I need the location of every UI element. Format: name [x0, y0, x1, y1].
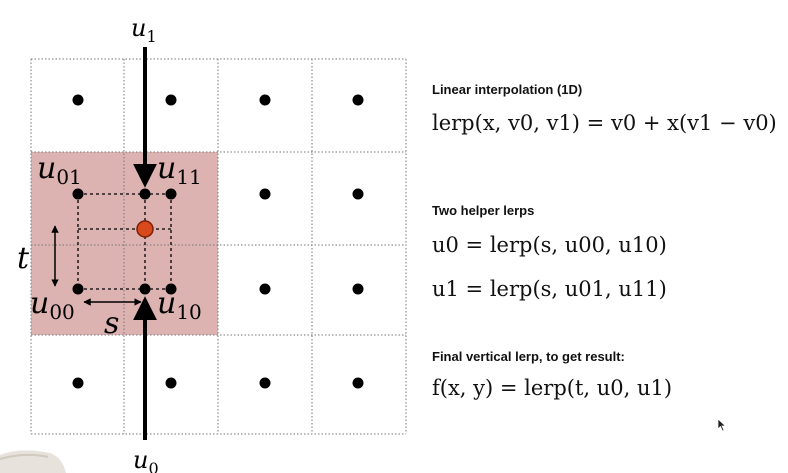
interpolation-guides: [77, 193, 172, 290]
label-s: s: [104, 306, 119, 341]
background-sofa-fragment: [0, 450, 66, 473]
texel-dot: [165, 94, 177, 106]
label-u0: u0: [133, 446, 159, 473]
texel-centers: [72, 94, 364, 389]
label-u1: u1: [131, 14, 157, 46]
label-u00: u00: [30, 286, 75, 324]
texel-dot: [352, 377, 364, 389]
texel-dot: [259, 377, 271, 389]
texel-grid: [30, 58, 407, 435]
u01-dot: [72, 188, 84, 200]
label-t: t: [17, 241, 30, 276]
sample-point: [136, 220, 154, 238]
texel-dot: [352, 94, 364, 106]
u0-dot: [139, 283, 151, 295]
neighbor-texels: [72, 188, 177, 295]
bilinear-interpolation-diagram: u1 u0 u01 u11 u00 u10 s t: [17, 14, 407, 473]
texel-dot: [165, 377, 177, 389]
texel-dot: [259, 283, 271, 295]
u10-dot: [165, 283, 177, 295]
u00-dot: [72, 283, 84, 295]
texel-dot: [72, 94, 84, 106]
final-result-equation: f(x, y) = lerp(t, u0, u1): [432, 376, 673, 400]
mouse-cursor-icon: [717, 418, 727, 432]
u11-dot: [165, 188, 177, 200]
texel-dot: [352, 283, 364, 295]
u0-equation: u0 = lerp(s, u00, u10): [432, 233, 667, 257]
label-u10: u10: [157, 286, 202, 324]
helper-lerps-heading: Two helper lerps: [432, 203, 535, 218]
label-u11: u11: [157, 151, 202, 189]
lerp-definition-equation: lerp(x, v0, v1) = v0 + x(v1 − v0): [432, 111, 777, 135]
label-u01: u01: [37, 151, 82, 189]
final-lerp-heading: Final vertical lerp, to get result:: [432, 349, 625, 364]
texel-dot: [72, 377, 84, 389]
linear-interpolation-heading: Linear interpolation (1D): [432, 82, 583, 97]
texel-dot: [352, 188, 364, 200]
texel-dot: [259, 94, 271, 106]
u1-dot: [139, 188, 151, 200]
u1-equation: u1 = lerp(s, u01, u11): [432, 277, 667, 301]
texel-dot: [259, 188, 271, 200]
